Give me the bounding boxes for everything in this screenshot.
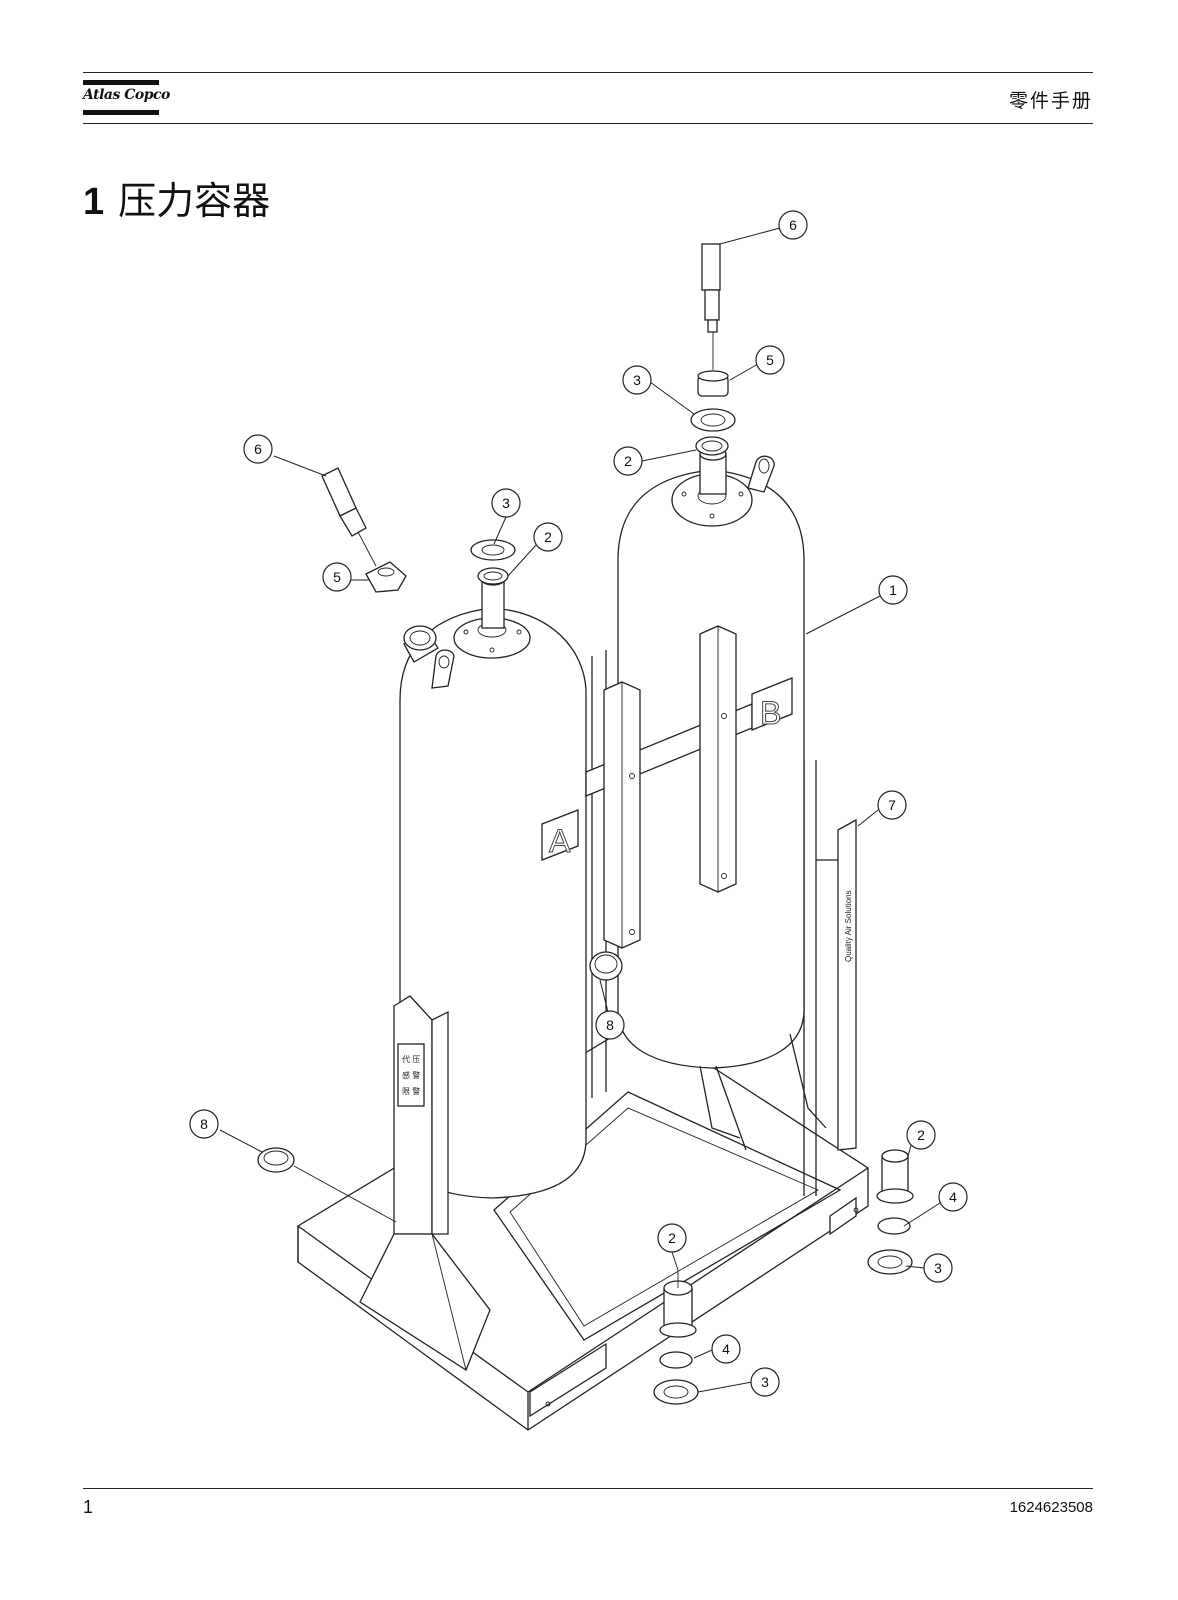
callout-8-center: 8: [595, 1010, 625, 1040]
svg-text:代 压: 代 压: [402, 1054, 420, 1064]
footer-rule: [83, 1488, 1093, 1489]
svg-text:3: 3: [934, 1260, 942, 1276]
callout-6-left: 6: [243, 434, 273, 464]
callout-3-left: 3: [491, 488, 521, 518]
svg-text:3: 3: [761, 1374, 769, 1390]
svg-text:8: 8: [606, 1017, 614, 1033]
callout-5-left: 5: [322, 562, 352, 592]
callout-5-top: 5: [755, 345, 785, 375]
sign-text: Quality Air Solutions: [844, 890, 853, 962]
vessel-a-label: A: [549, 823, 571, 859]
exploded-parts: [257, 243, 914, 1405]
document-type: 零件手册: [1008, 90, 1093, 112]
svg-text:4: 4: [949, 1189, 957, 1205]
svg-text:5: 5: [333, 569, 341, 585]
chapter-title: 压力容器: [118, 179, 271, 223]
svg-text:3: 3: [633, 372, 641, 388]
svg-text:2: 2: [624, 453, 632, 469]
support-brackets: A B: [541, 625, 793, 949]
header-rule-top: [83, 72, 1093, 73]
callout-4-rear-foot: 4: [938, 1182, 968, 1212]
chapter-heading: 1 压力容器: [83, 170, 270, 225]
callout-2-left: 2: [533, 522, 563, 552]
svg-text:限 警: 限 警: [402, 1086, 420, 1096]
logo-bar-bottom: [83, 110, 159, 115]
svg-text:3: 3: [502, 495, 510, 511]
svg-text:4: 4: [722, 1341, 730, 1357]
svg-text:7: 7: [888, 797, 896, 813]
logo-bar-top: [83, 80, 159, 85]
atlas-copco-logo: Atlas Copco: [83, 78, 170, 118]
callout-4-front-foot: 4: [711, 1334, 741, 1364]
callout-2-front-foot: 2: [657, 1223, 687, 1253]
callout-3-top: 3: [622, 365, 652, 395]
callout-7: 7: [877, 790, 907, 820]
chapter-number: 1: [83, 181, 105, 223]
callout-2-rear-foot: 2: [906, 1120, 936, 1150]
leader-lines: [219, 227, 941, 1393]
svg-text:8: 8: [200, 1116, 208, 1132]
callout-3-front-foot: 3: [750, 1367, 780, 1397]
logo-text: Atlas Copco: [83, 87, 170, 103]
svg-text:2: 2: [917, 1127, 925, 1143]
sign-post: Quality Air Solutions: [837, 818, 857, 1151]
callout-8-left: 8: [189, 1109, 219, 1139]
svg-text:6: 6: [789, 217, 797, 233]
callout-2-top: 2: [613, 446, 643, 476]
document-number: 1624623508: [1009, 1499, 1093, 1516]
svg-text:6: 6: [254, 441, 262, 457]
callout-6-top: 6: [778, 210, 808, 240]
svg-text:5: 5: [766, 352, 774, 368]
front-left-post: 代 压 感 警 限 警: [359, 995, 491, 1371]
callout-1: 1: [878, 575, 908, 605]
svg-text:1: 1: [889, 582, 897, 598]
callout-3-rear-foot: 3: [923, 1253, 953, 1283]
svg-text:2: 2: [668, 1230, 676, 1246]
svg-text:感 警: 感 警: [402, 1070, 420, 1080]
header-rule-bottom: [83, 123, 1093, 124]
svg-text:2: 2: [544, 529, 552, 545]
page-number: 1: [83, 1497, 94, 1517]
vessel-b-label: B: [760, 695, 781, 731]
